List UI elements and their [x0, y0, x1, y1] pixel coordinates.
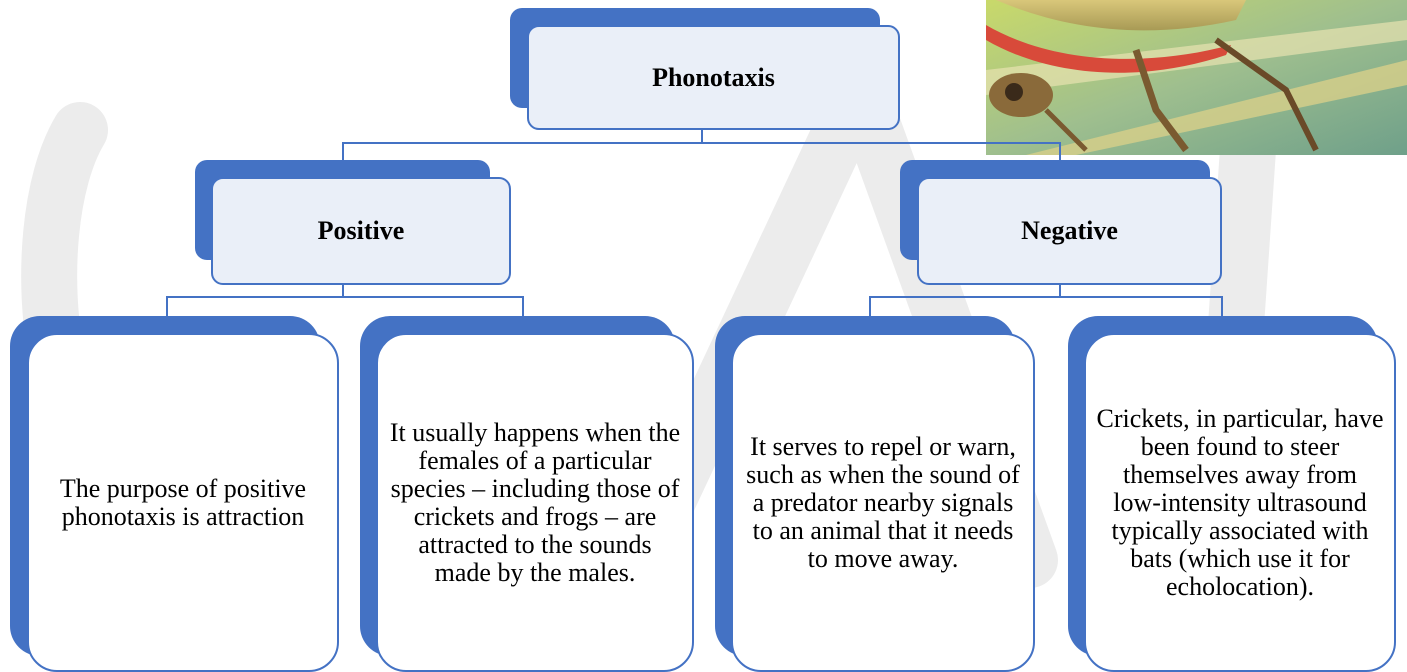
leaf-text-negative-1: It serves to repel or warn, such as when…: [743, 433, 1023, 573]
leaf-text-negative-2: Crickets, in particular, have been found…: [1096, 405, 1384, 601]
insect-photo: [986, 0, 1407, 155]
branch-label-positive: Positive: [318, 216, 405, 246]
leaf-text-positive-2: It usually happens when the females of a…: [388, 419, 682, 587]
branch-label-negative: Negative: [1021, 216, 1118, 246]
leaf-text-positive-1: The purpose of positive phonotaxis is at…: [39, 475, 327, 531]
root-label: Phonotaxis: [652, 63, 775, 93]
